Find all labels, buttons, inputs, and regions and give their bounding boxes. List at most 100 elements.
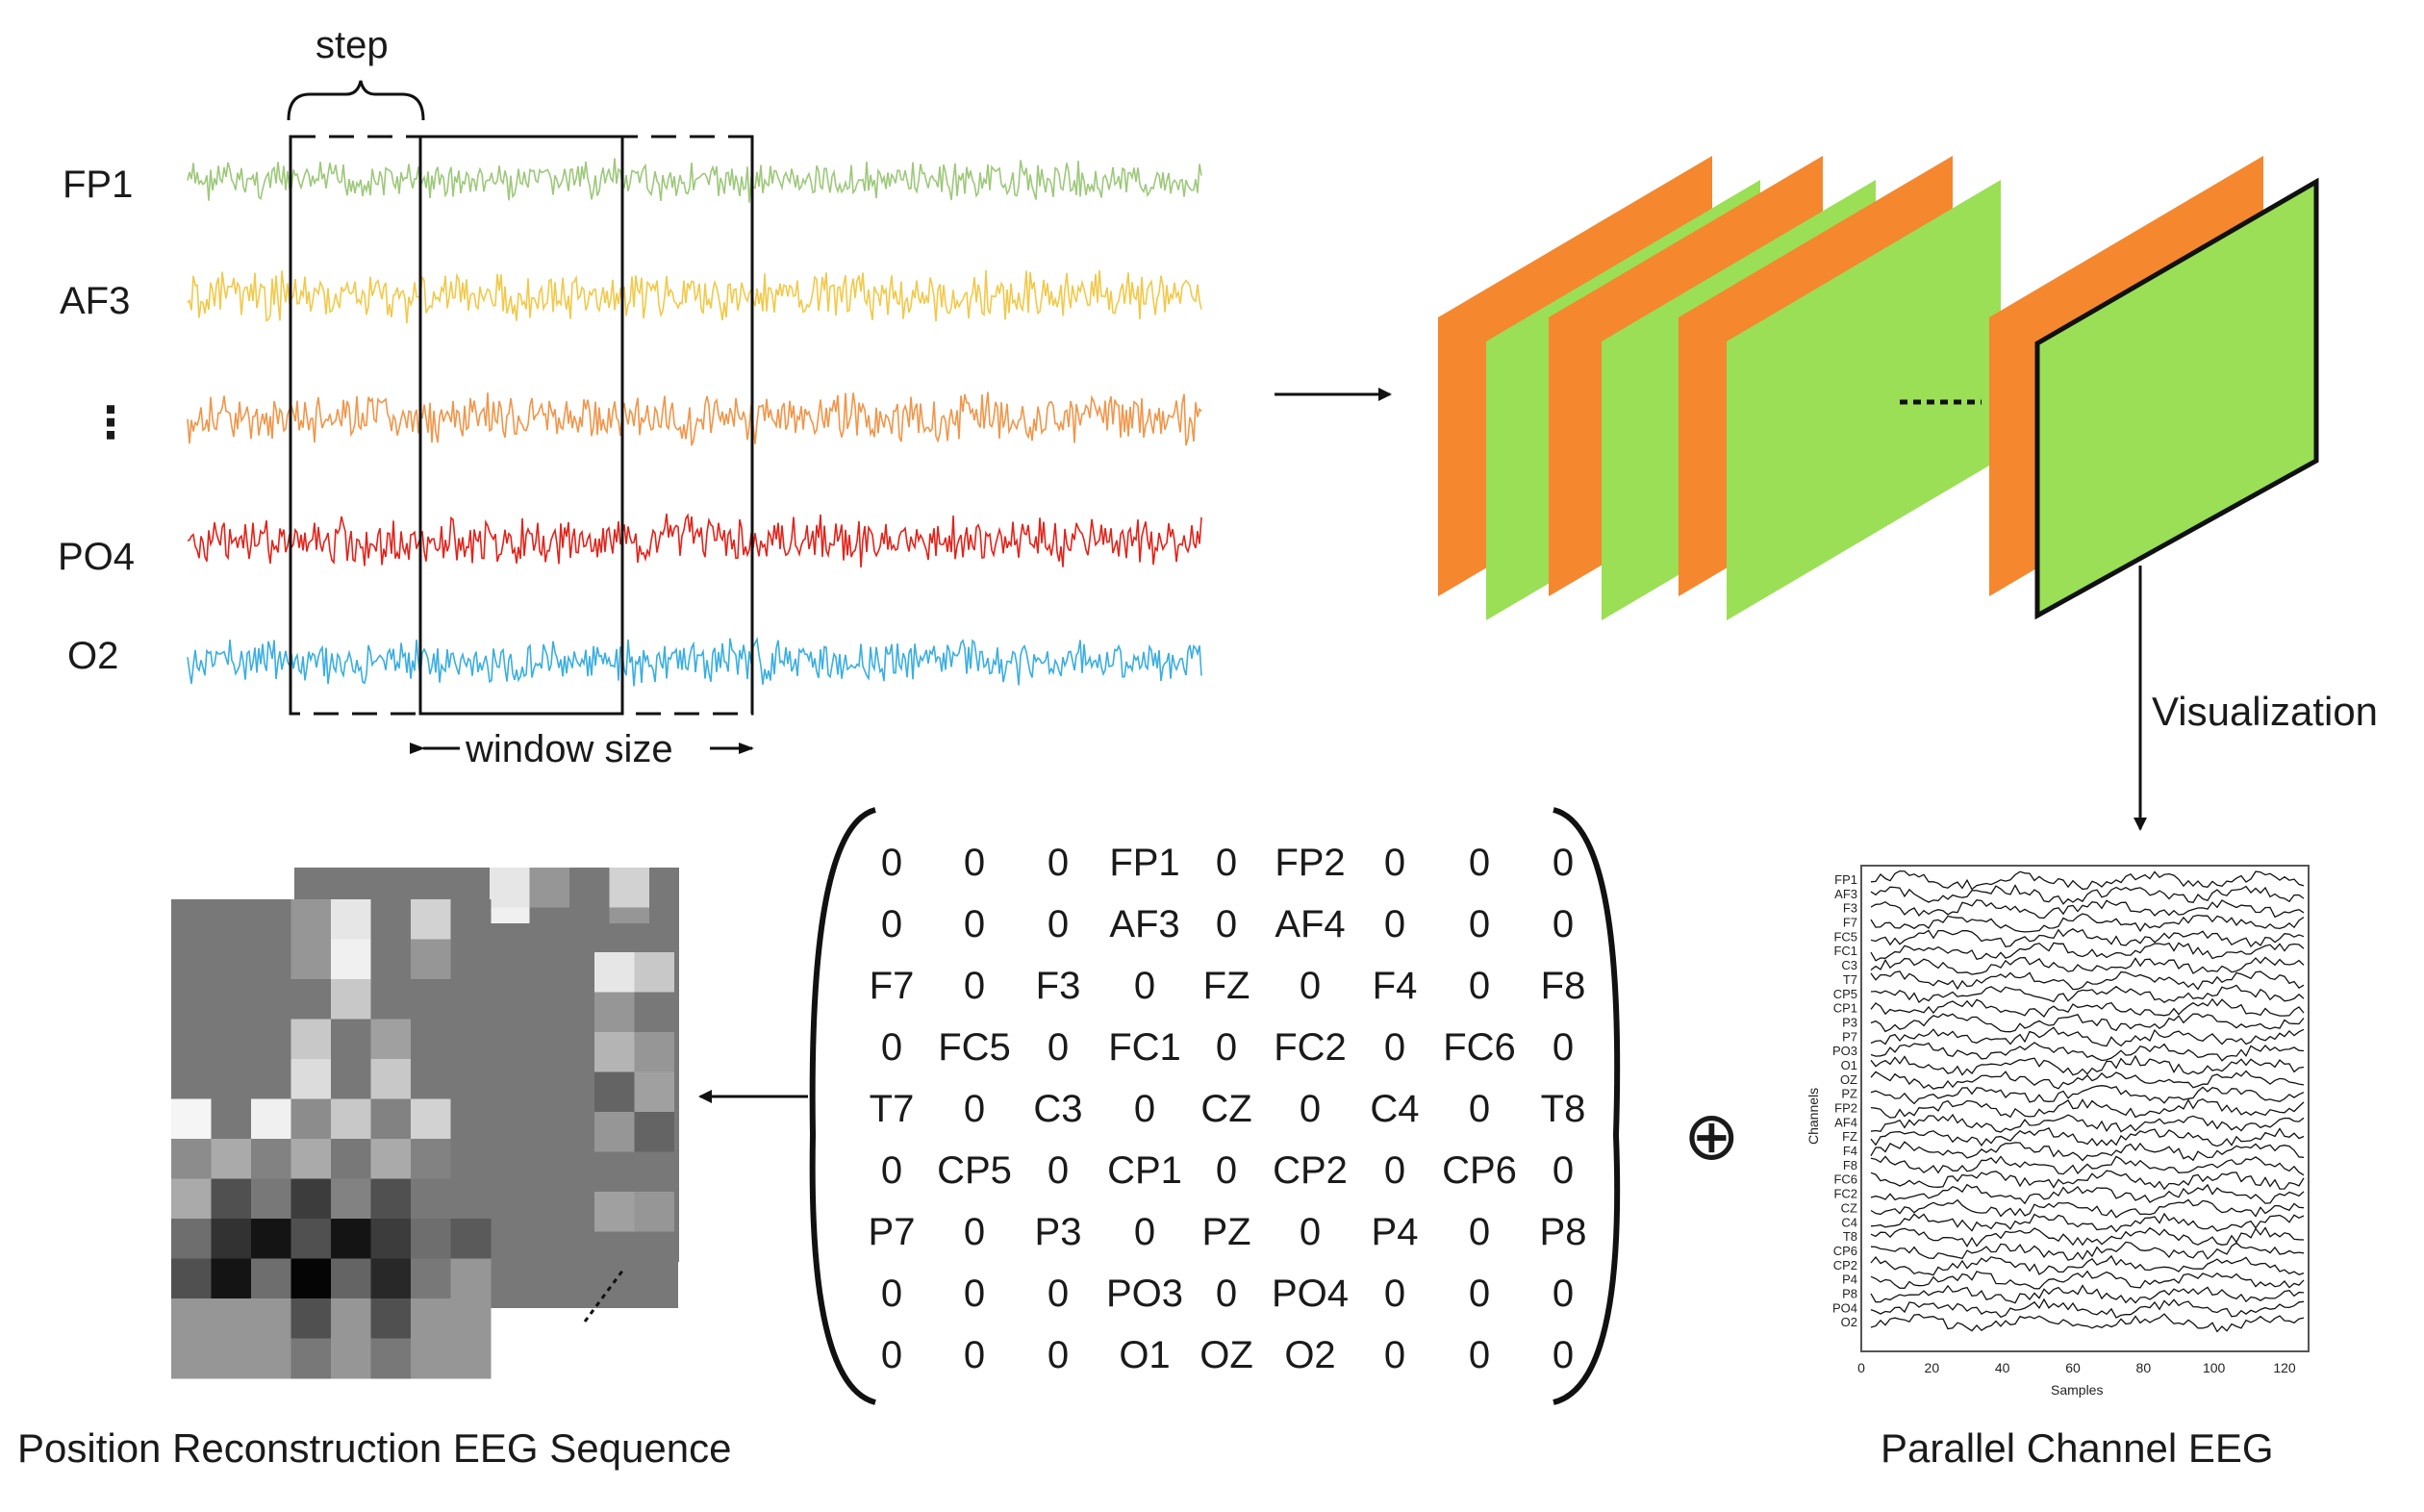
plot-trace bbox=[1870, 984, 2305, 1003]
front-grid-cell bbox=[290, 1178, 332, 1220]
matrix-cell: 0 bbox=[1469, 842, 1490, 884]
front-grid-cell bbox=[331, 1258, 371, 1299]
plot-channel-tick: CP2 bbox=[1833, 1258, 1857, 1273]
plot-x-tick: 100 bbox=[2203, 1360, 2226, 1375]
front-grid-cell bbox=[450, 1139, 492, 1179]
matrix-cell: 0 bbox=[1384, 1026, 1405, 1069]
matrix-cell: 0 bbox=[1048, 1334, 1069, 1376]
middle-grid-cell bbox=[594, 1071, 635, 1112]
matrix-cell: 0 bbox=[1216, 903, 1237, 945]
front-grid-cell bbox=[251, 1298, 291, 1339]
oplus-symbol: ⊕ bbox=[1683, 1096, 1740, 1175]
front-grid-cell bbox=[211, 899, 252, 940]
plot-trace bbox=[1870, 1085, 2305, 1105]
front-grid-cell bbox=[450, 1338, 492, 1379]
matrix-cell: 0 bbox=[1469, 1273, 1490, 1315]
plot-trace bbox=[1870, 1270, 2305, 1290]
plot-channel-tick: T8 bbox=[1843, 1229, 1857, 1244]
plot-channel-tick: P7 bbox=[1842, 1029, 1857, 1044]
matrix-cell: PO3 bbox=[1106, 1273, 1183, 1315]
plot-trace bbox=[1870, 1155, 2305, 1176]
plot-channel-tick: CP5 bbox=[1833, 987, 1857, 1001]
plot-trace bbox=[1870, 869, 2305, 891]
matrix-cell: 0 bbox=[1134, 965, 1155, 1007]
front-grid-cell bbox=[251, 1338, 291, 1379]
front-grid-cell bbox=[411, 899, 451, 940]
matrix-cell: F7 bbox=[870, 965, 915, 1007]
plot-trace bbox=[1870, 1183, 2305, 1205]
matrix-cell: 0 bbox=[1134, 1211, 1155, 1253]
matrix-cell: 0 bbox=[964, 1334, 985, 1376]
front-grid-cell bbox=[211, 1059, 252, 1099]
parallel-channel-caption: Parallel Channel EEG bbox=[1881, 1425, 2274, 1471]
plot-x-tick: 0 bbox=[1857, 1360, 1865, 1375]
matrix-cell: 0 bbox=[1384, 1334, 1405, 1376]
matrix-cell: FZ bbox=[1203, 965, 1250, 1007]
matrix-cell: PO4 bbox=[1272, 1273, 1349, 1315]
front-grid-cell bbox=[211, 939, 252, 980]
channel-labels: FP1 AF3 ⋮ PO4 O2 bbox=[58, 164, 135, 677]
channel-label-po4: PO4 bbox=[58, 536, 135, 578]
matrix-cell: FC6 bbox=[1443, 1026, 1516, 1069]
matrix-cell: OZ bbox=[1199, 1334, 1253, 1376]
matrix-cell: 0 bbox=[1553, 842, 1574, 884]
matrix-cell: 0 bbox=[1469, 1334, 1490, 1376]
eeg-trace-4 bbox=[187, 636, 1202, 687]
window-size-label-bg bbox=[460, 721, 710, 769]
front-grid-cell bbox=[171, 1059, 212, 1099]
plot-channel-tick: CP6 bbox=[1833, 1244, 1857, 1258]
front-grid-cell bbox=[251, 979, 291, 1020]
front-grid-cell bbox=[450, 939, 492, 980]
matrix-cell: AF4 bbox=[1275, 903, 1345, 945]
front-grid-cell bbox=[211, 1139, 252, 1179]
matrix-cell: F3 bbox=[1036, 965, 1081, 1007]
matrix-right-bracket bbox=[1553, 807, 1621, 1405]
sequence-ellipsis bbox=[583, 1269, 625, 1323]
parallel-channel-plot: FP1AF3F3F7FC5FC1C3T7CP5CP1P3P7PO3O1OZPZF… bbox=[1805, 865, 2310, 1471]
plot-trace bbox=[1870, 1070, 2305, 1090]
matrix-cell: 0 bbox=[1300, 1211, 1321, 1253]
matrix-cell: 0 bbox=[1048, 1026, 1069, 1069]
plot-trace bbox=[1870, 942, 2305, 962]
plot-channel-tick: F7 bbox=[1843, 916, 1857, 930]
matrix-left-bracket bbox=[809, 807, 876, 1405]
front-grid-cell bbox=[450, 1258, 492, 1299]
middle-grid-cell bbox=[594, 1112, 635, 1152]
front-grid-cell bbox=[331, 939, 371, 980]
visualization-label: Visualization bbox=[2152, 689, 2378, 734]
front-grid-cell bbox=[411, 1178, 451, 1220]
plot-x-tick: 80 bbox=[2136, 1360, 2152, 1375]
matrix-cell: AF3 bbox=[1109, 903, 1179, 945]
middle-grid-cell bbox=[594, 1192, 635, 1232]
middle-grid-cell bbox=[594, 1032, 635, 1072]
channel-label-af3: AF3 bbox=[60, 280, 130, 322]
front-grid-cell bbox=[370, 979, 412, 1020]
front-grid-cell bbox=[251, 1219, 291, 1259]
back-grid-cell bbox=[490, 868, 530, 908]
plot-channel-tick: T7 bbox=[1843, 972, 1857, 987]
front-grid-cell bbox=[290, 899, 332, 940]
plot-trace bbox=[1870, 997, 2305, 1018]
plot-trace bbox=[1870, 1126, 2305, 1147]
plot-trace bbox=[1870, 1013, 2305, 1033]
plot-channel-tick: F4 bbox=[1843, 1144, 1857, 1158]
channel-label-fp1: FP1 bbox=[63, 164, 133, 206]
eeg-trace-1 bbox=[187, 269, 1202, 324]
middle-grid-cell bbox=[634, 1032, 674, 1072]
plot-channel-tick: F3 bbox=[1843, 901, 1857, 916]
front-grid-cell bbox=[331, 1178, 371, 1220]
front-grid-cell bbox=[450, 1298, 492, 1339]
front-grid-cell bbox=[171, 1098, 212, 1140]
front-grid-cell bbox=[370, 939, 412, 980]
front-grid-cell bbox=[290, 1258, 332, 1299]
matrix-cell: 0 bbox=[1469, 1211, 1490, 1253]
matrix-cell: C3 bbox=[1033, 1088, 1082, 1130]
front-grid-cell bbox=[251, 1258, 291, 1299]
matrix-cell: 0 bbox=[1048, 842, 1069, 884]
matrix-cell: P7 bbox=[869, 1211, 916, 1253]
middle-grid-cell bbox=[634, 1071, 674, 1112]
front-grid-cell bbox=[411, 1258, 451, 1299]
